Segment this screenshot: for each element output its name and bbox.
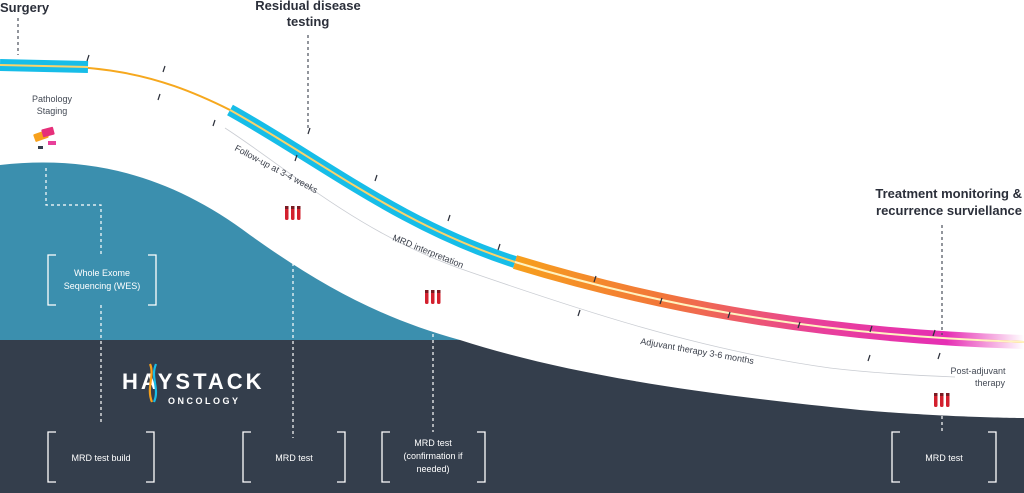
stage-residual-line1: Residual disease — [255, 0, 361, 13]
mrd-final-label: MRD test — [925, 453, 963, 463]
pathology-slides-icon — [33, 126, 56, 149]
haystack-logo: HAYSTACK ONCOLOGY — [122, 363, 265, 406]
mrd-build-box — [47, 431, 155, 483]
logo-subtitle: ONCOLOGY — [168, 396, 241, 406]
timeline-ticks — [86, 54, 941, 362]
stage-residual-line2: testing — [287, 14, 330, 29]
blood-tubes-icon — [285, 206, 301, 220]
mrd-confirm-line2: (confirmation if — [403, 451, 463, 461]
adjuvant-band-core — [514, 261, 1024, 343]
surgery-band-core — [0, 64, 89, 68]
stage-monitoring-line2: recurrence surviellance — [876, 203, 1022, 218]
adjuvant-band — [512, 255, 1024, 349]
wes-label-line2: Sequencing (WES) — [64, 281, 141, 291]
wes-box — [47, 254, 157, 306]
residual-band-core — [229, 109, 516, 263]
mrd-confirm-box — [381, 431, 486, 483]
mrd-confirm-line3: needed) — [416, 464, 449, 474]
mrd-build-label: MRD test build — [71, 453, 130, 463]
navy-region — [0, 340, 1024, 493]
pathology-label-line2: Staging — [37, 106, 68, 116]
blood-tubes-icon — [425, 290, 441, 304]
logo-name: HAYSTACK — [122, 369, 265, 394]
post-adjuvant-line2: therapy — [975, 378, 1006, 388]
mrd-confirm-line1: MRD test — [414, 438, 452, 448]
logo-needle-icon — [148, 363, 154, 403]
mrd-final-box — [891, 431, 997, 483]
mrd-test-label: MRD test — [275, 453, 313, 463]
guide-line — [224, 127, 956, 378]
dashed-connectors — [17, 18, 943, 438]
residual-band — [227, 104, 517, 268]
blood-tubes-icon — [934, 393, 950, 407]
teal-region — [0, 162, 460, 340]
stage-surgery: Surgery — [0, 0, 50, 15]
stage-monitoring-line1: Treatment monitoring & — [875, 186, 1022, 201]
wes-label-line1: Whole Exome — [74, 268, 130, 278]
mrd-test-box — [242, 431, 346, 483]
post-adjuvant-line1: Post-adjuvant — [950, 366, 1006, 376]
pathology-label-line1: Pathology — [32, 94, 73, 104]
